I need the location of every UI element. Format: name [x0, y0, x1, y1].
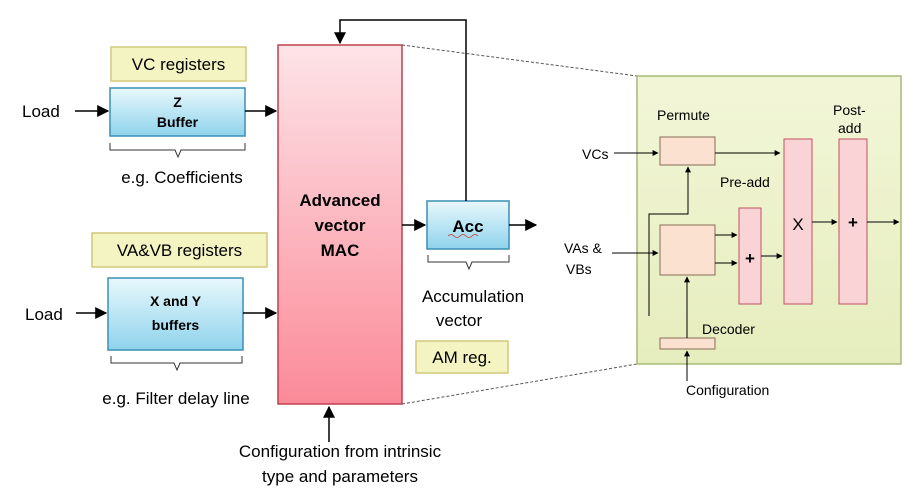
configuration-label: Configuration [686, 382, 769, 398]
am-reg-label: AM reg. [432, 348, 492, 367]
preselect-unit [659, 224, 716, 276]
zoom-connector-top [401, 44, 638, 77]
vas-vbs-label-line2: VBs [566, 261, 592, 277]
z-buffer-box [109, 87, 246, 137]
accumulation-note-line2: vector [436, 311, 483, 330]
pre-add-label: Pre-add [720, 174, 770, 190]
post-add-label-line1: Post- [833, 102, 866, 118]
vcs-label: VCs [582, 146, 608, 162]
permute-unit [659, 136, 716, 166]
vas-vbs-label-line1: VAs & [564, 240, 603, 256]
acc-brace [427, 255, 510, 271]
multiply-unit [783, 138, 813, 305]
mac-box [277, 44, 403, 405]
xy-buffers-box [107, 277, 244, 351]
post-add-plus: + [848, 213, 858, 232]
permute-label: Permute [657, 107, 710, 123]
mac-config-note-line2: type and parameters [262, 467, 418, 486]
mac-title-line3: MAC [321, 241, 360, 260]
xy-buffers-label-line2: buffers [152, 317, 200, 333]
load-top-label: Load [22, 102, 60, 121]
acc-box [426, 200, 510, 250]
decoder-label: Decoder [702, 321, 755, 337]
preselect-to-permute-path [648, 166, 691, 316]
acc-label: Acc [452, 217, 483, 236]
pre-add-plus: + [745, 249, 755, 268]
vc-registers-box [110, 46, 247, 82]
am-reg-box [415, 340, 509, 374]
z-buffer-label-line1: Z [173, 94, 182, 110]
spellcheck-squiggle [447, 234, 479, 238]
coefficients-note: e.g. Coefficients [121, 168, 243, 187]
mac-config-note-line1: Configuration from intrinsic [239, 442, 442, 461]
coefficients-brace [109, 143, 246, 159]
mac-title-line1: Advanced [299, 191, 380, 210]
filter-brace [110, 356, 243, 372]
accumulation-note-line1: Accumulation [422, 287, 524, 306]
mac-title-line2: vector [314, 216, 365, 235]
post-add-label-line2: add [838, 120, 861, 136]
decoder-unit [659, 337, 716, 350]
vavb-registers-label: VA&VB registers [117, 241, 242, 260]
z-buffer-label-line2: Buffer [157, 114, 199, 130]
filter-note: e.g. Filter delay line [102, 389, 249, 408]
xy-buffers-label-line1: X and Y [150, 293, 202, 309]
multiply-label: X [792, 215, 803, 234]
vc-registers-label: VC registers [132, 55, 226, 74]
load-bottom-label: Load [25, 305, 63, 324]
vavb-registers-box [91, 232, 268, 268]
accumulate-feedback-arrow [334, 19, 467, 201]
